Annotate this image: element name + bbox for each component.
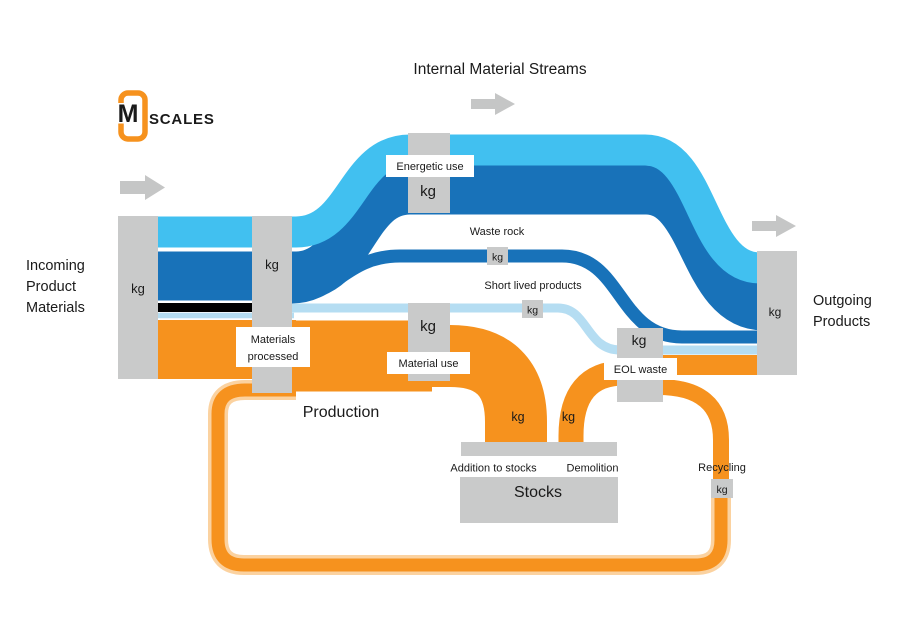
incoming-label-line2: Product: [26, 279, 76, 295]
flow-cyan-main: [118, 134, 797, 284]
materials-processed-line2: processed: [248, 351, 299, 363]
waste-rock-unit: kg: [492, 252, 503, 264]
flow-dark-blue-main: [118, 165, 797, 331]
incoming-label: Incoming Product Materials kg: [26, 258, 145, 316]
demolition-text: Demolition: [567, 463, 619, 475]
energetic-use-box: [386, 155, 474, 177]
eol-waste-label: kg EOL waste: [604, 332, 677, 380]
waste-rock-text: Waste rock: [470, 226, 525, 238]
outgoing-unit: kg: [769, 305, 782, 319]
addition-text: Addition to stocks: [450, 463, 537, 475]
node-waste-rock: [487, 247, 508, 265]
energetic-use-text: Energetic use: [396, 161, 463, 173]
node-incoming: [118, 216, 158, 379]
production-label: Production: [303, 404, 380, 421]
direction-arrows: [120, 93, 796, 237]
flow-eol-to-recycling: [645, 379, 729, 484]
outgoing-label-line2: Products: [813, 314, 870, 330]
incoming-label-line1: Incoming: [26, 258, 85, 274]
outgoing-label: Outgoing Products kg: [769, 293, 872, 330]
addition-box: [446, 457, 541, 477]
node-short-lived: [522, 300, 543, 318]
node-outgoing: [757, 251, 797, 375]
materials-processed-unit: kg: [265, 257, 279, 272]
eol-waste-text: EOL waste: [614, 364, 667, 376]
waste-rock-label: Waste rock kg: [470, 226, 525, 264]
logo-wordmark: SCALES: [149, 111, 215, 128]
node-stocks-top-bar: [461, 442, 617, 456]
outgoing-label-line1: Outgoing: [813, 293, 872, 309]
left-arrow-icon: [120, 175, 165, 200]
eol-waste-box: [604, 358, 677, 380]
material-use-unit: kg: [420, 318, 436, 335]
right-arrow-icon: [752, 215, 796, 237]
materials-processed-label: kg Materials processed: [236, 257, 310, 367]
materials-processed-line1: Materials: [251, 334, 296, 346]
material-use-label: kg Material use: [387, 318, 470, 374]
stocks-text: Stocks: [514, 484, 562, 501]
flow-bands: [118, 134, 797, 575]
eol-waste-unit: kg: [632, 332, 647, 348]
logo-frame-icon: [118, 90, 148, 142]
recycling-unit: kg: [716, 484, 727, 496]
logo-monogram: M: [118, 100, 139, 128]
node-stocks-box: [460, 477, 618, 523]
material-use-box: [387, 352, 470, 374]
flow-short-lived-products: [292, 303, 797, 355]
incoming-unit: kg: [131, 281, 145, 296]
energetic-use-label: Energetic use kg: [386, 155, 474, 200]
node-recycling: [711, 479, 733, 498]
short-lived-text: Short lived products: [484, 280, 582, 292]
demolition-unit: kg: [562, 410, 575, 424]
incoming-label-line3: Materials: [26, 300, 85, 316]
stocks-labels: kg kg Addition to stocks Demolition Stoc…: [446, 410, 624, 501]
material-use-text: Material use: [399, 358, 459, 370]
short-lived-label: Short lived products kg: [484, 280, 582, 317]
logo: M SCALES: [116, 90, 215, 142]
page-title: Internal Material Streams: [413, 61, 586, 78]
flow-recycling-loop: [211, 383, 728, 572]
recycling-label: Recycling kg: [698, 462, 746, 496]
materials-processed-box: [236, 327, 310, 367]
short-lived-unit: kg: [527, 305, 538, 317]
demolition-box: [561, 457, 624, 477]
addition-unit: kg: [511, 410, 524, 424]
energetic-use-unit: kg: [420, 183, 436, 200]
top-arrow-icon: [471, 93, 515, 115]
node-bars: [118, 133, 797, 523]
recycling-text: Recycling: [698, 462, 746, 474]
